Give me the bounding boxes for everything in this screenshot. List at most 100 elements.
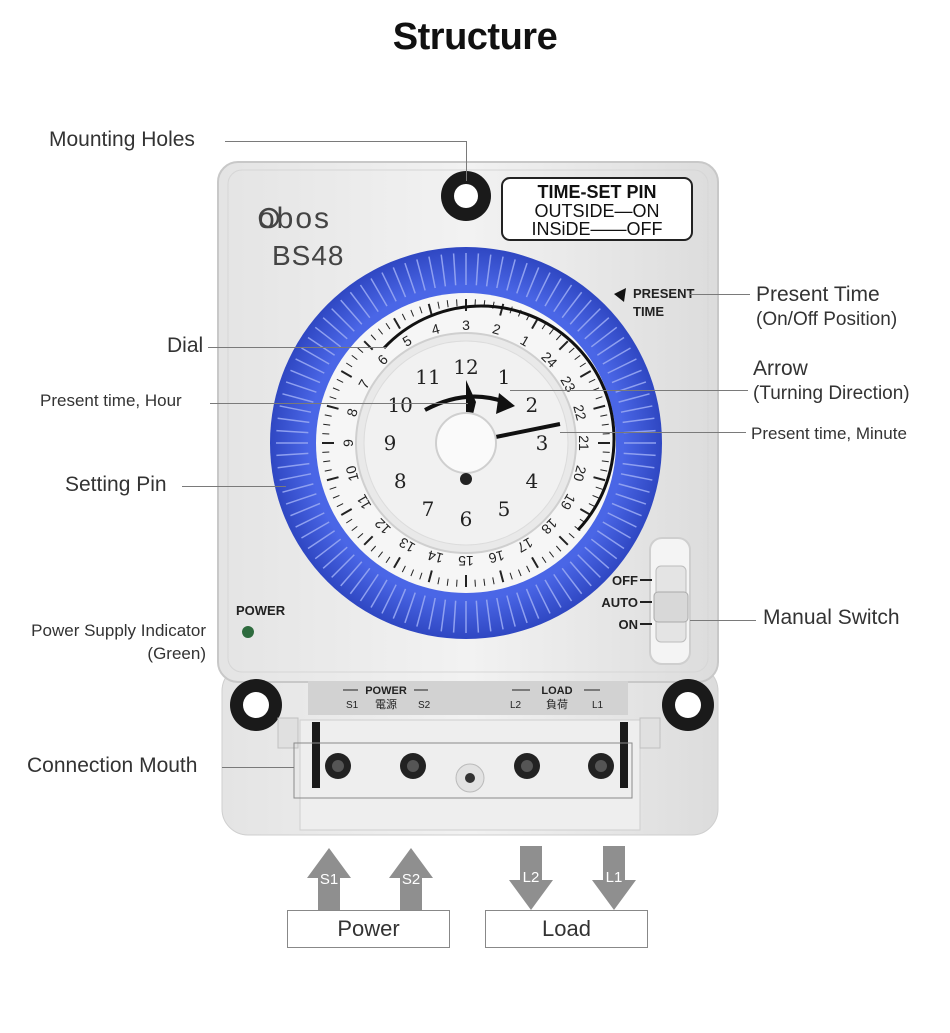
setting-pin[interactable] [440, 254, 447, 287]
setting-pin[interactable] [577, 554, 601, 578]
setting-pin[interactable] [602, 521, 631, 539]
setting-pin[interactable] [381, 584, 397, 614]
setting-pin[interactable] [516, 592, 528, 624]
setting-pin[interactable] [590, 538, 618, 560]
setting-pin[interactable] [535, 584, 551, 614]
setting-pin[interactable] [340, 299, 363, 325]
setting-pin[interactable] [596, 530, 625, 550]
setting-pin[interactable] [416, 595, 426, 627]
setting-pin[interactable] [590, 326, 618, 348]
setting-pin[interactable] [596, 336, 625, 356]
setting-pin[interactable] [485, 599, 492, 632]
setting-pin[interactable] [618, 393, 650, 403]
dial-hour-number: 22 [570, 403, 590, 422]
setting-pin[interactable] [584, 546, 610, 569]
setting-pin[interactable] [370, 579, 388, 608]
setting-pin[interactable] [349, 567, 371, 595]
setting-pin[interactable] [359, 573, 379, 602]
setting-pin[interactable] [428, 597, 436, 630]
setting-pin[interactable] [359, 284, 379, 313]
setting-pin[interactable] [295, 358, 325, 374]
terminal-screw-l2[interactable] [514, 753, 540, 779]
setting-pin[interactable] [622, 417, 655, 424]
svg-text:L2: L2 [510, 700, 522, 711]
setting-pin[interactable] [381, 272, 397, 302]
setting-pin[interactable] [285, 381, 317, 393]
setting-pin[interactable] [516, 262, 528, 294]
setting-pin[interactable] [428, 256, 436, 289]
setting-pin[interactable] [620, 405, 653, 413]
setting-pin[interactable] [392, 267, 407, 298]
setting-pin[interactable] [607, 512, 637, 528]
manual-switch[interactable] [640, 537, 691, 665]
setting-pin[interactable] [496, 256, 504, 289]
terminal-screw-s2[interactable] [400, 753, 426, 779]
setting-pin[interactable] [276, 452, 309, 457]
setting-pin[interactable] [440, 599, 447, 632]
setting-pin[interactable] [506, 259, 516, 291]
setting-pin[interactable] [569, 561, 592, 587]
setting-pin[interactable] [525, 588, 540, 619]
setting-pin[interactable] [602, 347, 631, 365]
terminal-screw-l1[interactable] [588, 753, 614, 779]
setting-pin[interactable] [611, 502, 642, 517]
setting-pin[interactable] [307, 530, 336, 550]
setting-pin[interactable] [322, 546, 348, 569]
setting-pin[interactable] [285, 493, 317, 505]
setting-pin[interactable] [584, 317, 610, 340]
setting-pin[interactable] [475, 253, 480, 286]
setting-pin[interactable] [623, 452, 656, 457]
setting-pin[interactable] [340, 561, 363, 587]
setting-pin[interactable] [525, 267, 540, 298]
setting-pin[interactable] [553, 284, 573, 313]
setting-pin[interactable] [370, 278, 388, 307]
setting-pin[interactable] [496, 597, 504, 630]
setting-pin[interactable] [322, 317, 348, 340]
setting-pin[interactable] [615, 493, 647, 505]
center-knob[interactable] [435, 412, 497, 474]
setting-pin[interactable] [416, 259, 426, 291]
setting-pin[interactable] [295, 512, 325, 528]
setting-pin[interactable] [301, 347, 330, 365]
setting-pin[interactable] [290, 502, 321, 517]
setting-pin[interactable] [331, 308, 355, 332]
setting-pin[interactable] [277, 462, 310, 469]
setting-pin[interactable] [314, 538, 342, 560]
setting-pin[interactable] [404, 592, 416, 624]
setting-pin[interactable] [485, 254, 492, 287]
setting-pin[interactable] [404, 262, 416, 294]
svg-text:INSiDE——OFF: INSiDE——OFF [531, 219, 662, 239]
setting-pin[interactable] [506, 595, 516, 627]
setting-pin[interactable] [535, 272, 551, 302]
setting-pin[interactable] [314, 326, 342, 348]
setting-pin[interactable] [475, 600, 480, 633]
setting-pin[interactable] [569, 299, 592, 325]
setting-pin[interactable] [620, 473, 653, 481]
setting-pin[interactable] [452, 253, 457, 286]
setting-pin[interactable] [561, 567, 583, 595]
setting-pin[interactable] [561, 291, 583, 319]
setting-pin[interactable] [544, 579, 562, 608]
setting-pin[interactable] [611, 369, 642, 384]
setting-pin[interactable] [349, 291, 371, 319]
setting-pin[interactable] [622, 462, 655, 469]
setting-pin[interactable] [301, 521, 330, 539]
setting-pin[interactable] [307, 336, 336, 356]
terminal-screw-s1[interactable] [325, 753, 351, 779]
setting-pin[interactable] [452, 600, 457, 633]
setting-pin[interactable] [607, 358, 637, 374]
setting-pin[interactable] [279, 473, 312, 481]
clock-number: 9 [384, 431, 397, 455]
setting-pin[interactable] [279, 405, 312, 413]
setting-pin[interactable] [618, 483, 650, 493]
setting-pin[interactable] [392, 588, 407, 619]
setting-pin[interactable] [276, 429, 309, 434]
setting-pin[interactable] [331, 554, 355, 578]
setting-pin[interactable] [277, 417, 310, 424]
setting-pin[interactable] [282, 483, 314, 493]
setting-pin[interactable] [553, 573, 573, 602]
setting-pin[interactable] [544, 278, 562, 307]
setting-pin[interactable] [290, 369, 321, 384]
setting-pin[interactable] [282, 393, 314, 403]
setting-pin[interactable] [577, 308, 601, 332]
